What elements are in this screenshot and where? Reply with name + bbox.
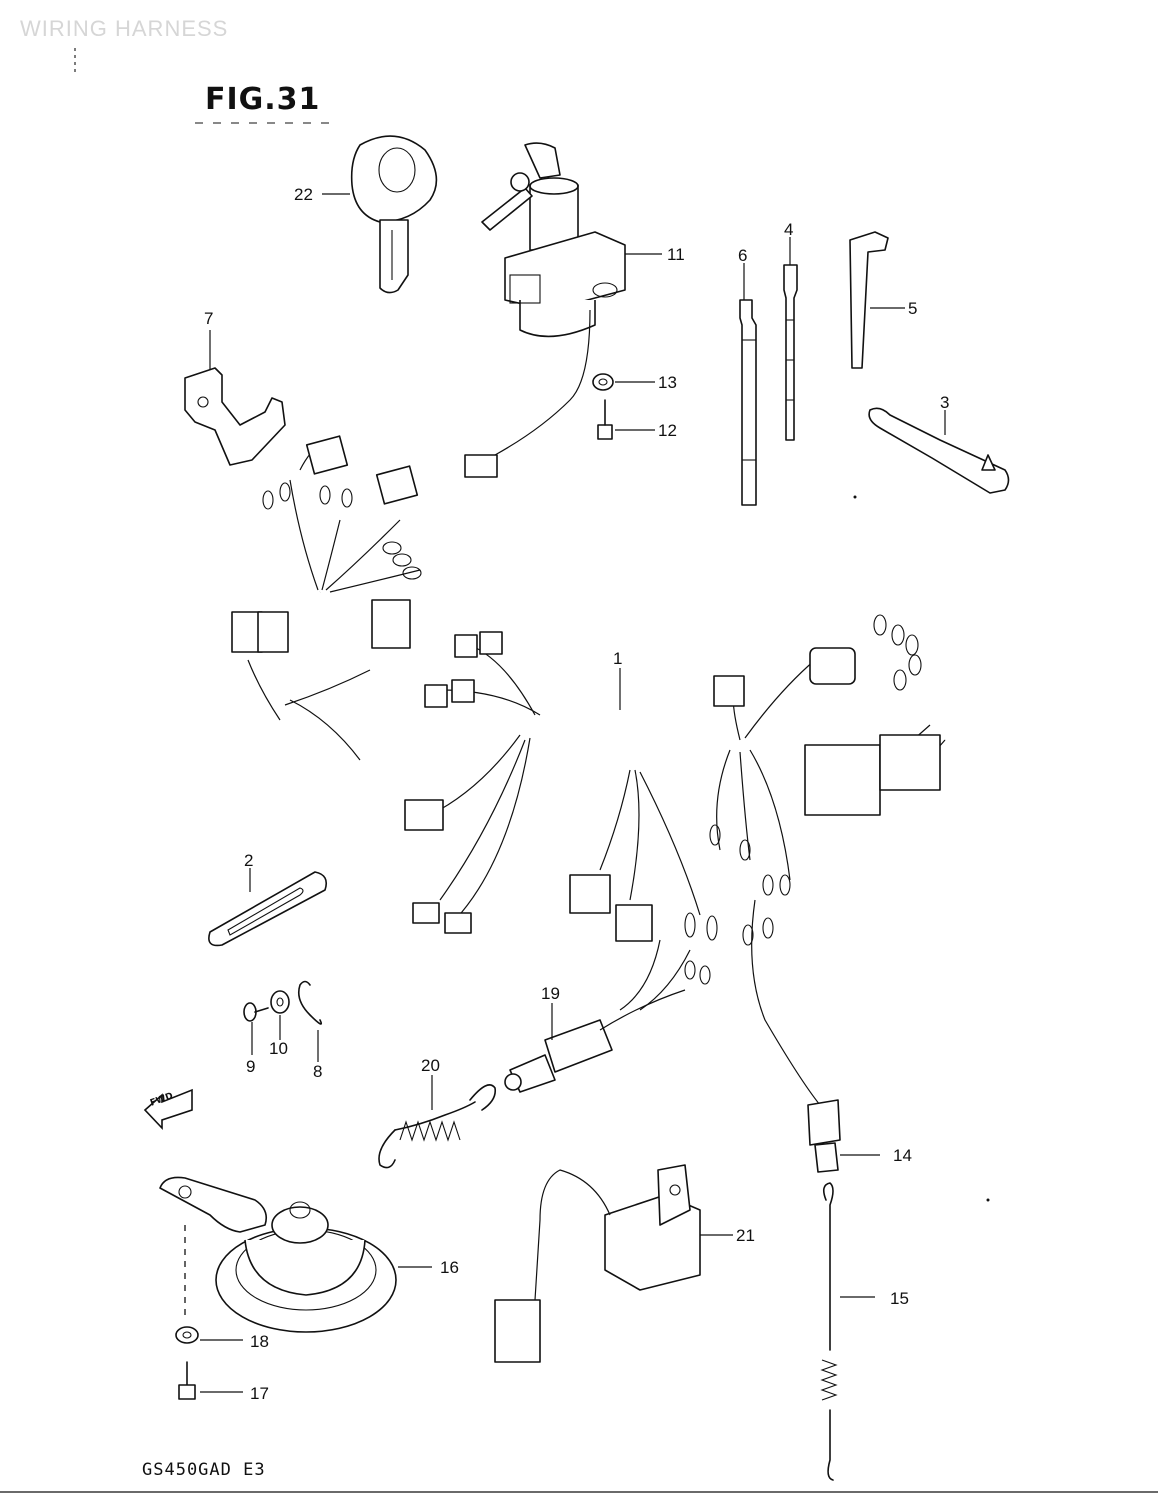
callout-10: 10 xyxy=(269,1039,288,1058)
switch-part-19 xyxy=(504,989,686,1093)
callout-14: 14 xyxy=(893,1146,912,1165)
callout-13: 13 xyxy=(658,373,677,392)
callout-4: 4 xyxy=(784,220,794,239)
key-part-22 xyxy=(350,135,438,294)
callout-8: 8 xyxy=(313,1062,323,1081)
washer-part-18 xyxy=(175,1326,199,1344)
strap-part-5 xyxy=(849,231,889,369)
spring-part-20 xyxy=(378,1084,497,1169)
callout-21: 21 xyxy=(736,1226,755,1245)
callout-20: 20 xyxy=(421,1056,440,1075)
ignition-switch-part-11 xyxy=(464,142,626,478)
relay-part-21 xyxy=(494,1164,701,1363)
bracket-part-3 xyxy=(868,407,1010,494)
callout-9: 9 xyxy=(246,1057,256,1076)
clip-part-8 xyxy=(297,980,323,1025)
callout-22: 22 xyxy=(294,185,313,204)
callout-12: 12 xyxy=(658,421,677,440)
grommet-part-14 xyxy=(807,1099,841,1173)
holder-part-7 xyxy=(184,367,286,466)
fwd-arrow-icon xyxy=(143,1088,193,1131)
callout-19: 19 xyxy=(541,984,560,1003)
callout-15: 15 xyxy=(890,1289,909,1308)
screw-part-12 xyxy=(597,399,613,440)
callout-6: 6 xyxy=(738,246,748,265)
wiring-harness-part-1 xyxy=(231,435,950,1106)
figure-title: FIG.31 xyxy=(205,82,321,117)
clamp-part-4 xyxy=(783,264,798,441)
horn-part-16 xyxy=(159,1176,397,1333)
callout-7: 7 xyxy=(204,309,214,328)
callout-17: 17 xyxy=(250,1384,269,1403)
screw-part-9 xyxy=(243,1002,269,1022)
band-part-6 xyxy=(739,299,757,506)
spring-rod-part-15 xyxy=(820,1182,838,1481)
washer-part-10 xyxy=(270,990,290,1014)
callout-11: 11 xyxy=(667,245,685,264)
callout-5: 5 xyxy=(908,299,918,318)
bolt-part-17 xyxy=(178,1361,196,1400)
callout-16: 16 xyxy=(440,1258,459,1277)
model-code: GS450GAD E3 xyxy=(142,1460,266,1480)
band-part-2 xyxy=(208,871,328,947)
callout-1: 1 xyxy=(613,649,623,668)
callout-2: 2 xyxy=(244,851,254,870)
callout-3: 3 xyxy=(940,393,950,412)
callout-18: 18 xyxy=(250,1332,269,1351)
section-header: WIRING HARNESS xyxy=(20,16,229,41)
nut-part-13 xyxy=(592,373,614,391)
